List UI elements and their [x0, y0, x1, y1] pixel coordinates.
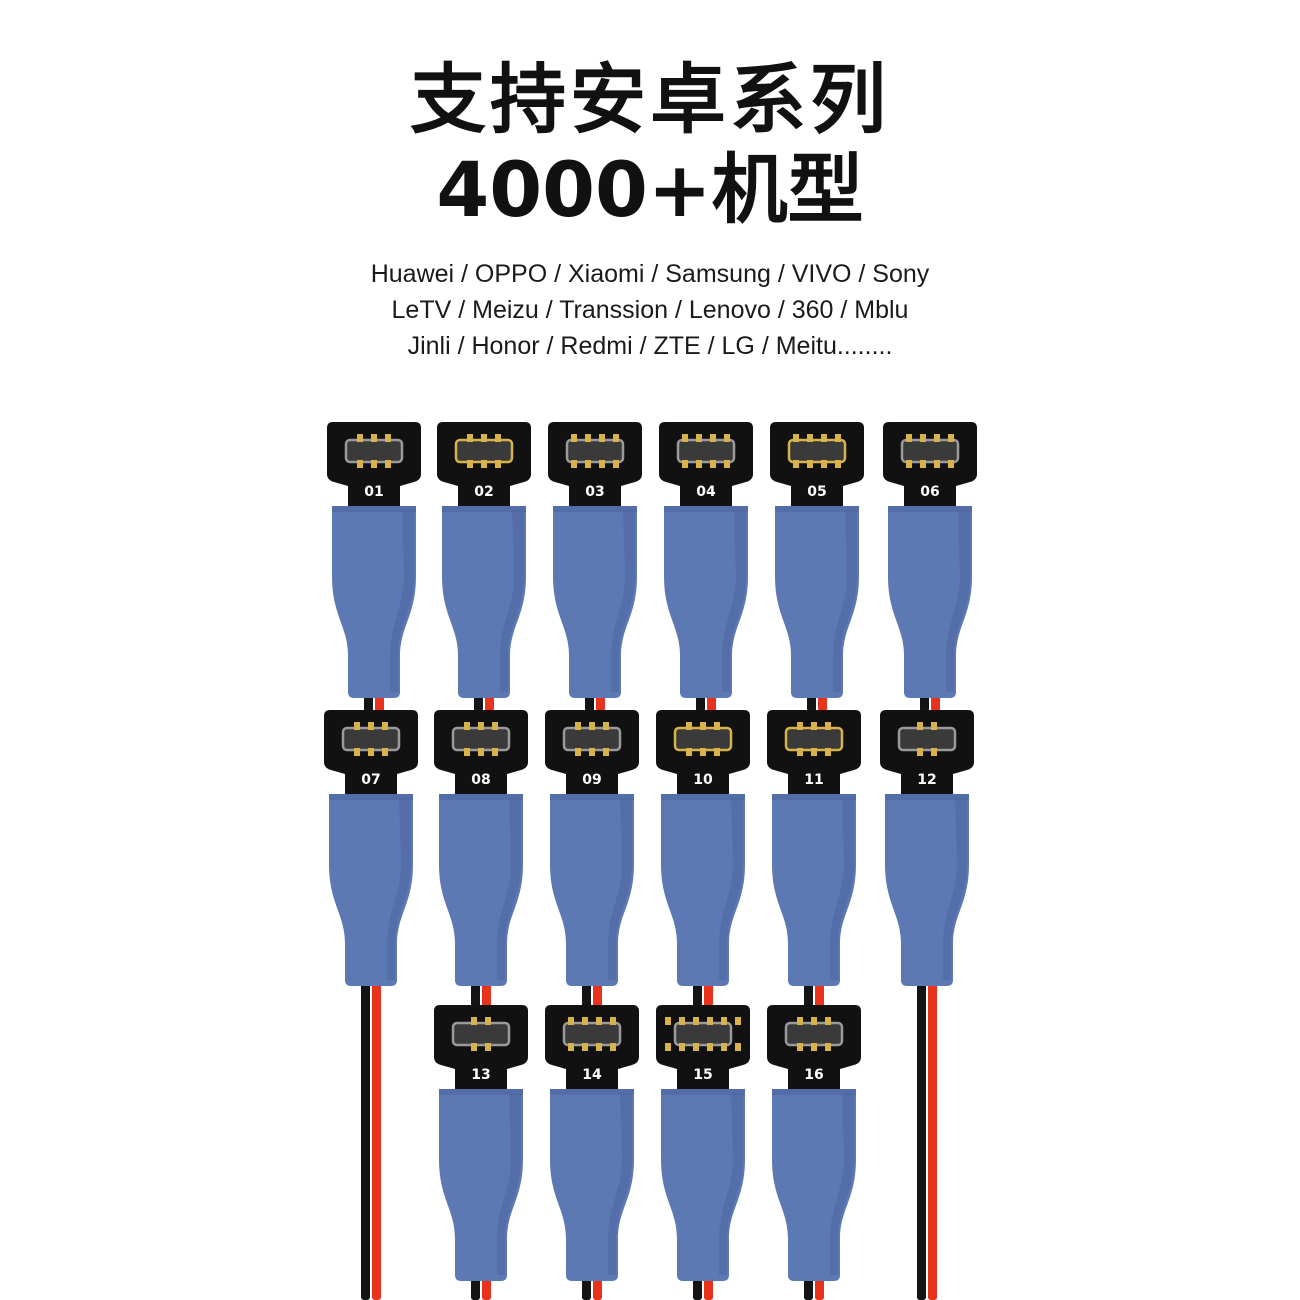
brand-list-line-1: Huawei / OPPO / Xiaomi / Samsung / VIVO …	[370, 260, 930, 288]
cable-10	[656, 710, 750, 986]
cable-04	[659, 422, 753, 698]
cable-03	[548, 422, 642, 698]
cable-label: 01	[364, 484, 384, 500]
brand-list-line-3: Jinli / Honor / Redmi / ZTE / LG / Meitu…	[407, 332, 893, 360]
cable-09	[545, 710, 639, 986]
wire-pair	[361, 972, 381, 1300]
headline-line-1: 支持安卓系列	[410, 55, 890, 144]
cable-label: 14	[582, 1067, 602, 1083]
wire-pair	[917, 972, 937, 1300]
cable-01	[327, 422, 421, 698]
cable-label: 11	[804, 772, 824, 788]
cable-label: 12	[917, 772, 937, 788]
cable-label: 15	[693, 1067, 713, 1083]
cable-12	[880, 710, 974, 986]
cable-label: 02	[474, 484, 494, 500]
cable-14	[545, 1005, 639, 1281]
cable-11	[767, 710, 861, 986]
wires-layer	[361, 684, 940, 1300]
cable-16	[767, 1005, 861, 1281]
cable-label: 08	[471, 772, 491, 788]
cable-label: 03	[585, 484, 605, 500]
cable-label: 05	[807, 484, 827, 500]
cable-label: 06	[920, 484, 940, 500]
headline-line-2: 4000+机型	[436, 145, 864, 234]
cable-08	[434, 710, 528, 986]
cable-06	[883, 422, 977, 698]
cable-02	[437, 422, 531, 698]
cable-label: 10	[693, 772, 713, 788]
connectors-layer	[324, 422, 977, 1281]
cable-label: 04	[696, 484, 716, 500]
cable-05	[770, 422, 864, 698]
brand-list-line-2: LeTV / Meizu / Transsion / Lenovo / 360 …	[391, 296, 909, 324]
cable-label: 09	[582, 772, 602, 788]
cable-label: 13	[471, 1067, 491, 1083]
cable-07	[324, 710, 418, 986]
cable-label: 16	[804, 1067, 824, 1083]
cable-15	[656, 1005, 750, 1281]
cable-label: 07	[361, 772, 381, 788]
cable-13	[434, 1005, 528, 1281]
